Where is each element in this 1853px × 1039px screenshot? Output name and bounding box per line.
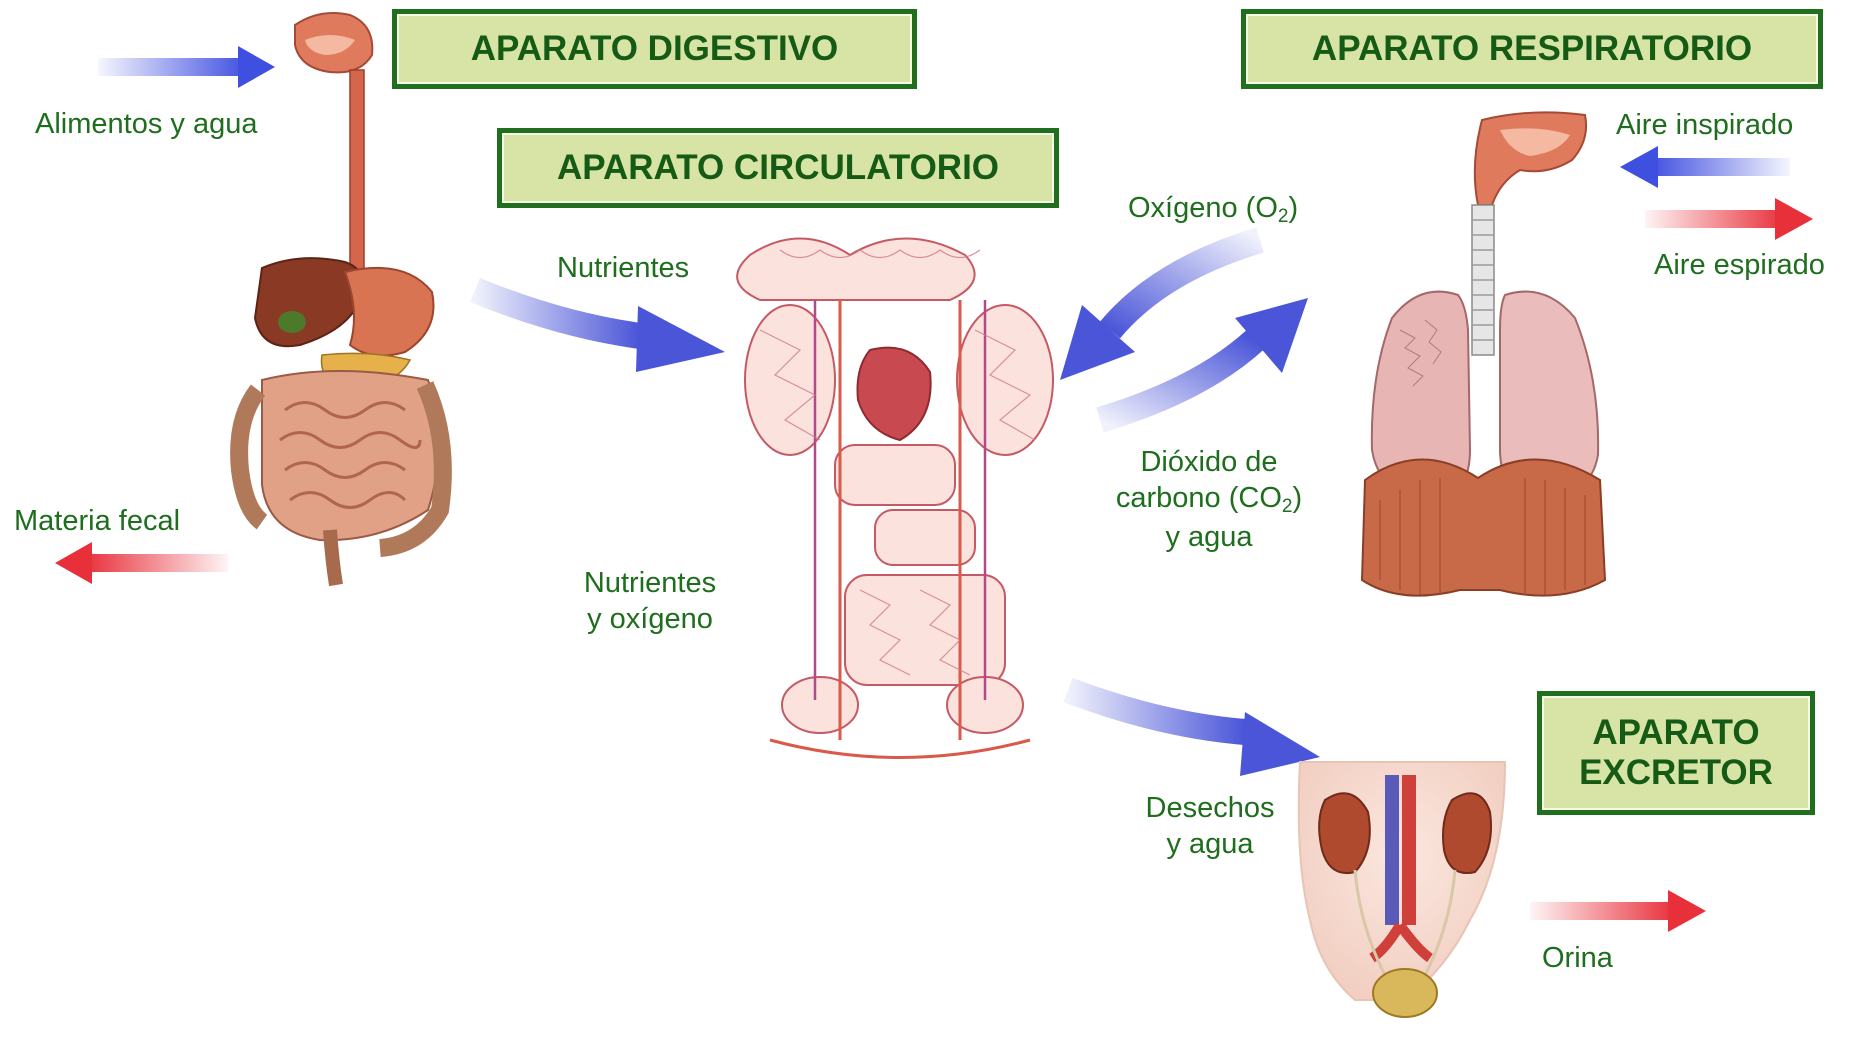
- feces-out-arrow: [55, 542, 228, 584]
- circulatory-system-title-text: APARATO CIRCULATORIO: [557, 148, 999, 188]
- urine-label: Orina: [1542, 940, 1613, 976]
- air-in-arrow: [1620, 146, 1790, 188]
- oxygen-label-suffix: ): [1288, 192, 1298, 224]
- nutrients-oxygen-line1: Nutrientes: [570, 565, 730, 601]
- circulatory-system-title: APARATO CIRCULATORIO: [497, 128, 1059, 208]
- co2-label-line3: y agua: [1098, 519, 1320, 555]
- oxygen-label-prefix: Oxígeno (O: [1128, 192, 1278, 224]
- co2-label: Dióxido de carbono (CO2) y agua: [1098, 444, 1320, 555]
- excretory-system-title-line1: APARATO: [1592, 713, 1759, 753]
- nutrients-oxygen-line2: y oxígeno: [570, 601, 730, 637]
- respiratory-system-title-text: APARATO RESPIRATORIO: [1312, 29, 1752, 69]
- air-expired-label: Aire espirado: [1654, 247, 1825, 283]
- co2-label-line1: Dióxido de: [1098, 444, 1320, 480]
- waste-label-line2: y agua: [1130, 826, 1290, 862]
- co2-label-prefix: carbono (CO: [1116, 482, 1282, 514]
- fecal-matter-label: Materia fecal: [14, 503, 180, 539]
- oxygen-label-sub: 2: [1278, 206, 1289, 227]
- nutrients-arrow: [475, 290, 725, 372]
- respiratory-system-title: APARATO RESPIRATORIO: [1241, 9, 1823, 89]
- nutrients-oxygen-label: Nutrientes y oxígeno: [570, 565, 730, 638]
- excretory-system-title: APARATO EXCRETOR: [1537, 691, 1815, 815]
- co2-label-sub: 2: [1282, 496, 1293, 517]
- oxygen-label: Oxígeno (O2): [1128, 190, 1298, 229]
- air-inspired-label: Aire inspirado: [1616, 107, 1793, 143]
- respiratory-system-illustration: [1362, 112, 1605, 595]
- co2-label-line2: carbono (CO2): [1098, 480, 1320, 519]
- excretory-system-illustration: [1299, 762, 1505, 1017]
- digestive-system-title-text: APARATO DIGESTIVO: [471, 29, 839, 69]
- waste-label-line1: Desechos: [1130, 790, 1290, 826]
- trachea: [1472, 205, 1494, 355]
- food-water-label: Alimentos y agua: [35, 106, 257, 142]
- waste-arrow: [1068, 690, 1320, 776]
- digestive-system-illustration: [239, 13, 443, 585]
- digestive-system-title: APARATO DIGESTIVO: [392, 9, 917, 89]
- excretory-system-title-line2: EXCRETOR: [1579, 753, 1773, 793]
- co2-label-suffix: ): [1292, 482, 1302, 514]
- nutrients-label: Nutrientes: [557, 250, 689, 286]
- waste-label: Desechos y agua: [1130, 790, 1290, 863]
- circulatory-system-illustration: [737, 239, 1053, 758]
- air-out-arrow: [1645, 198, 1813, 240]
- urine-out-arrow: [1530, 890, 1706, 932]
- food-in-arrow: [98, 46, 275, 88]
